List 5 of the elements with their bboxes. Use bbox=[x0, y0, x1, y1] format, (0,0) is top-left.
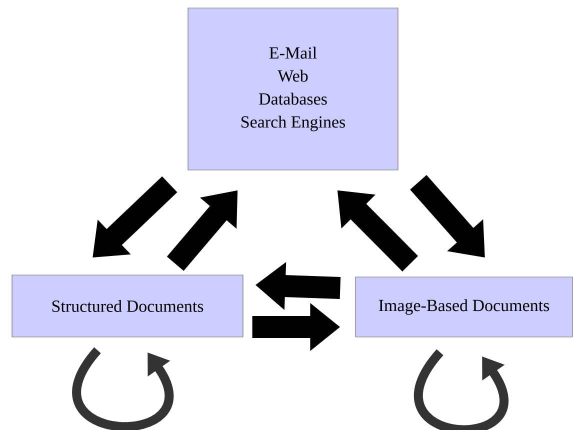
source-box: E-Mail Web Databases Search Engines bbox=[188, 8, 398, 170]
document-box: Image-Based Documents bbox=[355, 276, 573, 338]
loop-arrow bbox=[72, 348, 173, 430]
document-box: Structured Documents bbox=[12, 274, 244, 338]
loop-arrow bbox=[414, 350, 508, 430]
